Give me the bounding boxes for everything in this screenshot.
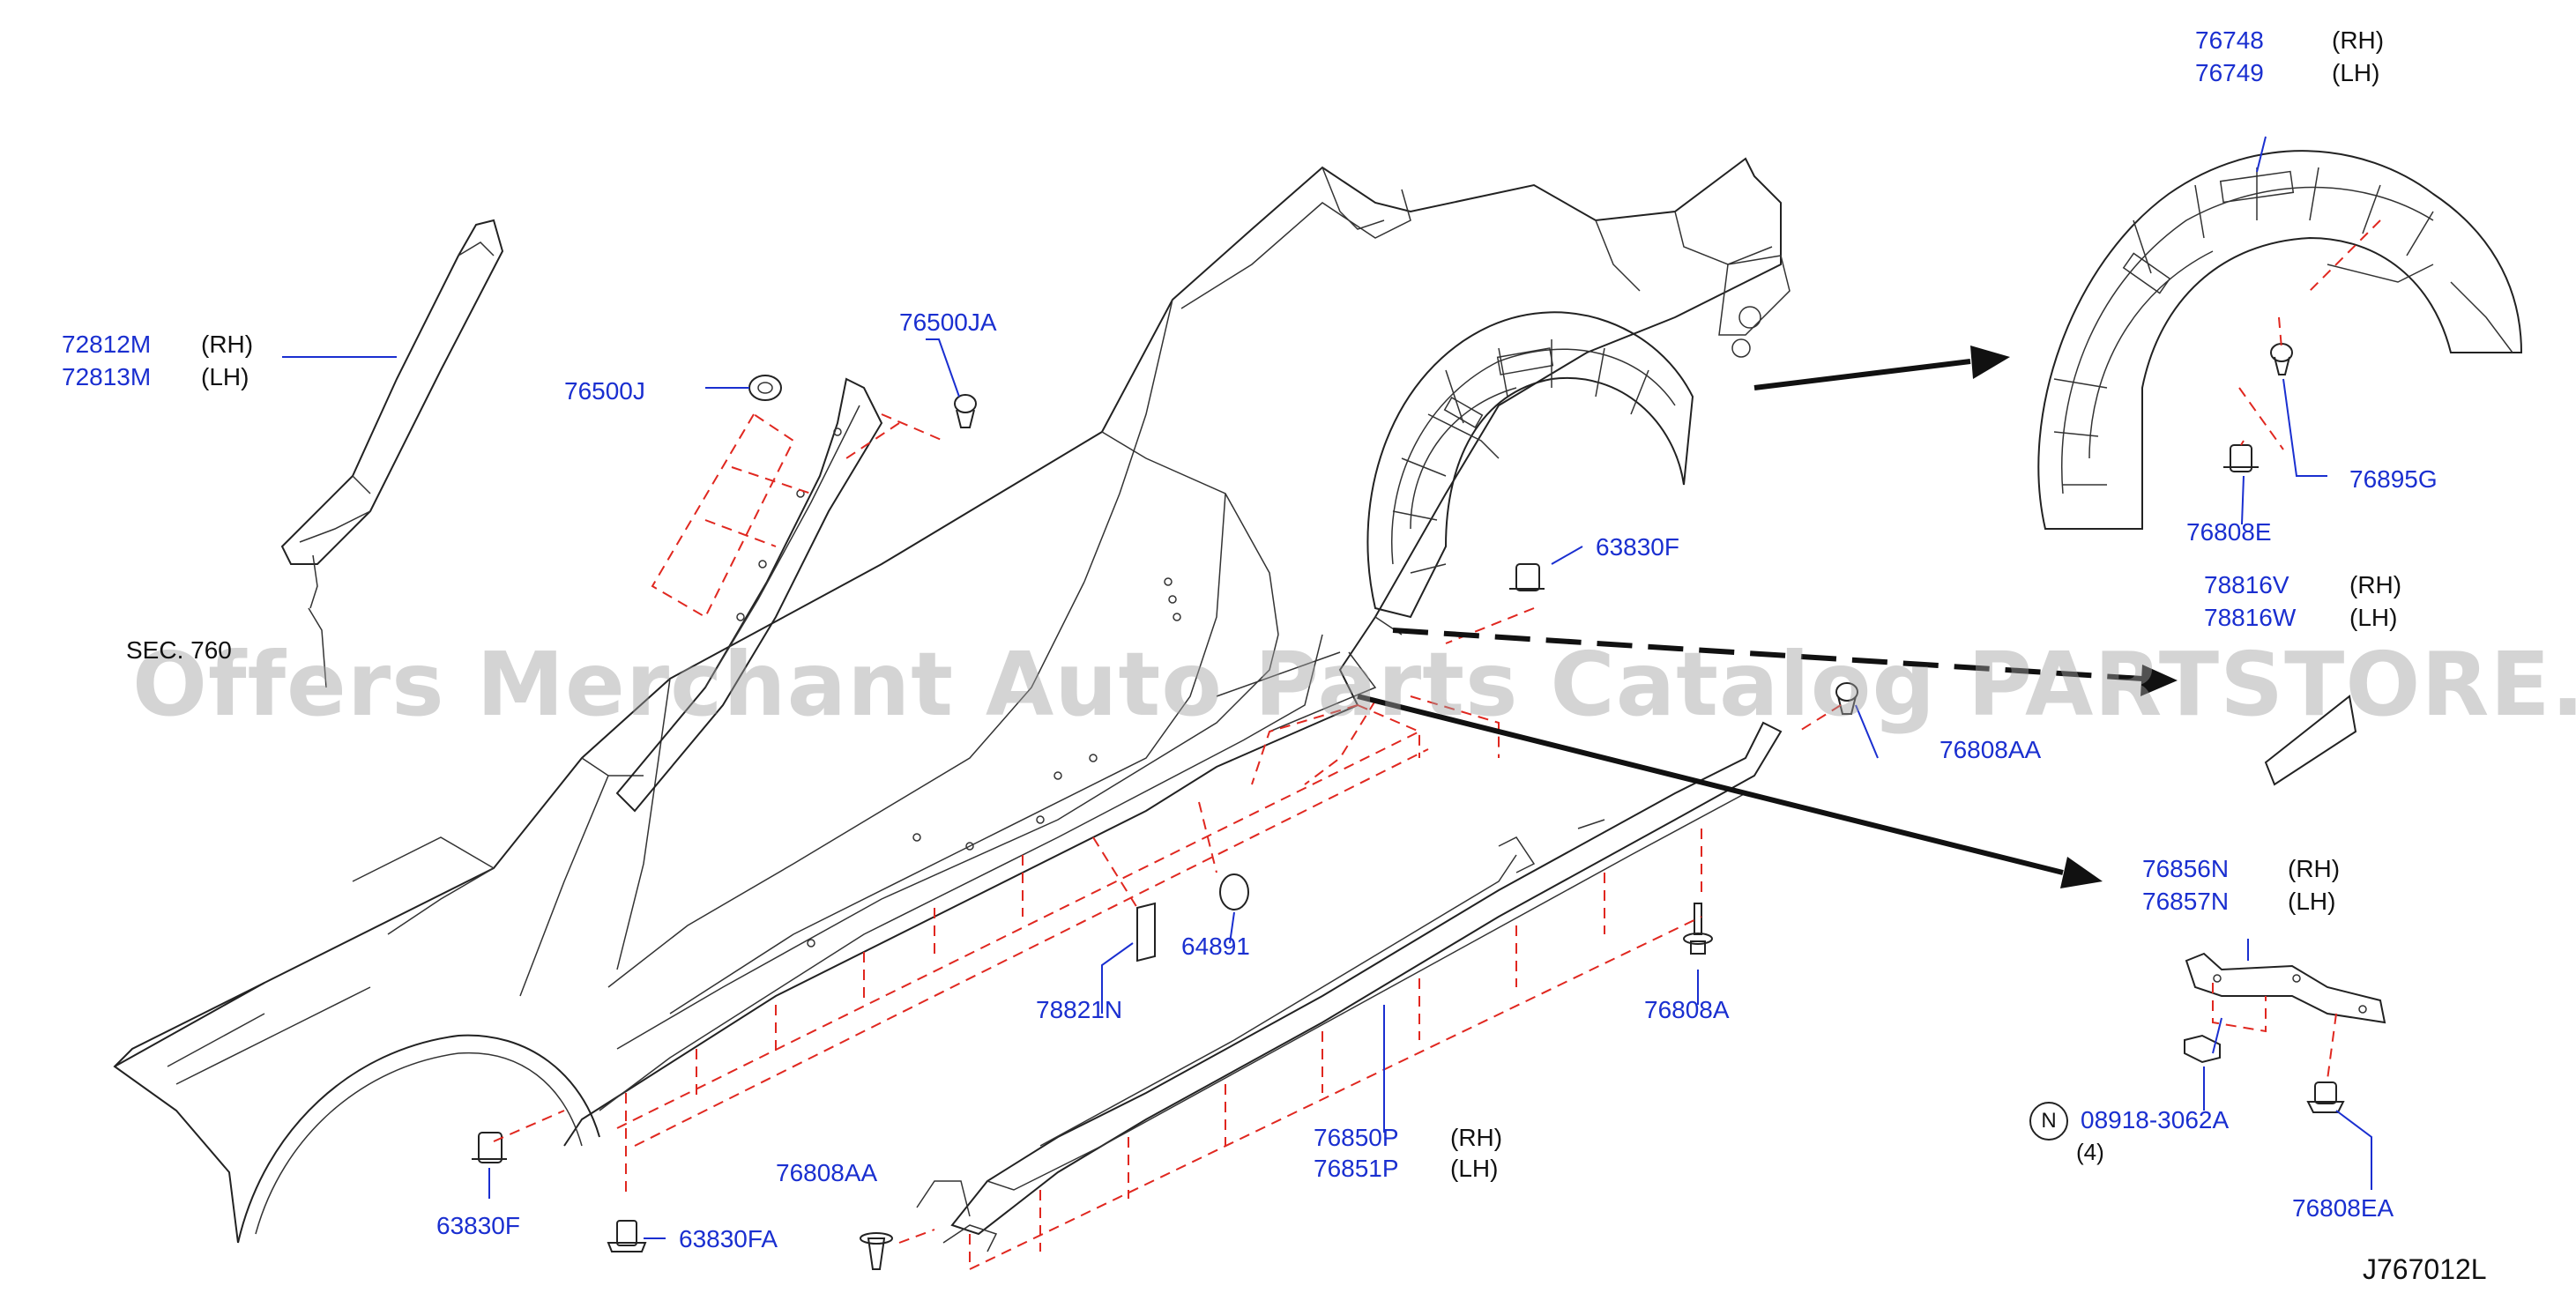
part-number-78816w[interactable]: 78816W: [2204, 604, 2297, 631]
reference-arrows: [1357, 346, 2178, 888]
clip-76808aa-lower[interactable]: [860, 1232, 893, 1270]
part-number-63830fa[interactable]: 63830FA: [679, 1225, 778, 1252]
side-sill-moulding[interactable]: [916, 721, 1783, 1252]
clip-63830fa[interactable]: [607, 1220, 647, 1252]
rear-wheelhouse-liner[interactable]: [1366, 311, 1694, 619]
part-number-76850p[interactable]: 76850P: [1314, 1124, 1399, 1151]
bolt-76808a[interactable]: [1683, 903, 1713, 955]
circled-n-mark: N: [2029, 1102, 2068, 1141]
a-pillar-inner-trim[interactable]: [615, 377, 883, 813]
part-number-76857n[interactable]: 76857N: [2142, 888, 2230, 915]
side-lh-76857n: (LH): [2288, 888, 2336, 915]
part-number-63830f-lower[interactable]: 63830F: [436, 1212, 520, 1239]
leader-lines: [282, 136, 2372, 1239]
part-number-76749[interactable]: 76749: [2195, 59, 2264, 86]
part-number-72813m[interactable]: 72813M: [62, 363, 152, 390]
part-number-08918-3062a[interactable]: 08918-3062A: [2081, 1106, 2230, 1133]
clip-76808ea[interactable]: [2306, 1081, 2345, 1113]
side-rh-72812m: (RH): [201, 331, 254, 358]
pad-78821n[interactable]: [1136, 902, 1156, 962]
part-number-78816v[interactable]: 78816V: [2204, 571, 2289, 598]
wheelhouse-protector-enlarged[interactable]: [2037, 150, 2523, 530]
part-number-78821n[interactable]: 78821N: [1036, 996, 1123, 1023]
clip-76500j[interactable]: [748, 375, 782, 401]
watermark: Offers Merchant Auto Parts Catalog PARTS…: [132, 633, 2576, 736]
part-number-76808aa-lower[interactable]: 76808AA: [776, 1159, 878, 1186]
mud-flap-78816v[interactable]: [2264, 695, 2357, 786]
clip-76808e[interactable]: [2223, 444, 2259, 472]
part-number-76748[interactable]: 76748: [2195, 26, 2264, 54]
side-lh-76749: (LH): [2332, 59, 2380, 86]
a-pillar-garnish[interactable]: [280, 219, 504, 688]
side-rh-78816v: (RH): [2349, 571, 2402, 598]
part-number-76500ja[interactable]: 76500JA: [899, 308, 997, 336]
clip-63830f-upper[interactable]: [1509, 563, 1545, 591]
plug-64891[interactable]: [1219, 873, 1249, 910]
side-rh-76748: (RH): [2332, 26, 2385, 54]
diagram-code: J767012L: [2363, 1253, 2487, 1285]
part-number-76808e[interactable]: 76808E: [2186, 518, 2272, 546]
part-number-76500j[interactable]: 76500J: [564, 377, 645, 405]
clip-63830f-lower[interactable]: [472, 1132, 507, 1163]
part-number-76895g[interactable]: 76895G: [2349, 465, 2438, 493]
part-number-63830f-upper[interactable]: 63830F: [1596, 533, 1679, 561]
part-number-76808aa-upper[interactable]: 76808AA: [1939, 736, 2042, 763]
part-number-72812m[interactable]: 72812M: [62, 331, 152, 358]
quantity-note: (4): [2076, 1139, 2104, 1165]
bracket-76856n[interactable]: [2185, 952, 2386, 1024]
side-rh-76856n: (RH): [2288, 855, 2341, 882]
side-lh-76851p: (LH): [1450, 1155, 1499, 1182]
part-number-76851p[interactable]: 76851P: [1314, 1155, 1399, 1182]
locator-lines: [493, 219, 2381, 1270]
side-lh-78816w: (LH): [2349, 604, 2398, 631]
part-number-76808a[interactable]: 76808A: [1644, 996, 1730, 1023]
part-number-64891[interactable]: 64891: [1181, 933, 1250, 960]
side-rh-76850p: (RH): [1450, 1124, 1503, 1151]
clip-76500ja[interactable]: [954, 394, 977, 428]
part-number-76856n[interactable]: 76856N: [2142, 855, 2230, 882]
side-lh-72813m: (LH): [201, 363, 249, 390]
nut-08918-3062a[interactable]: [2184, 1034, 2221, 1064]
clip-76895g[interactable]: [2270, 343, 2293, 375]
section-reference[interactable]: SEC. 760: [126, 636, 232, 664]
part-number-76808ea[interactable]: 76808EA: [2292, 1194, 2394, 1222]
